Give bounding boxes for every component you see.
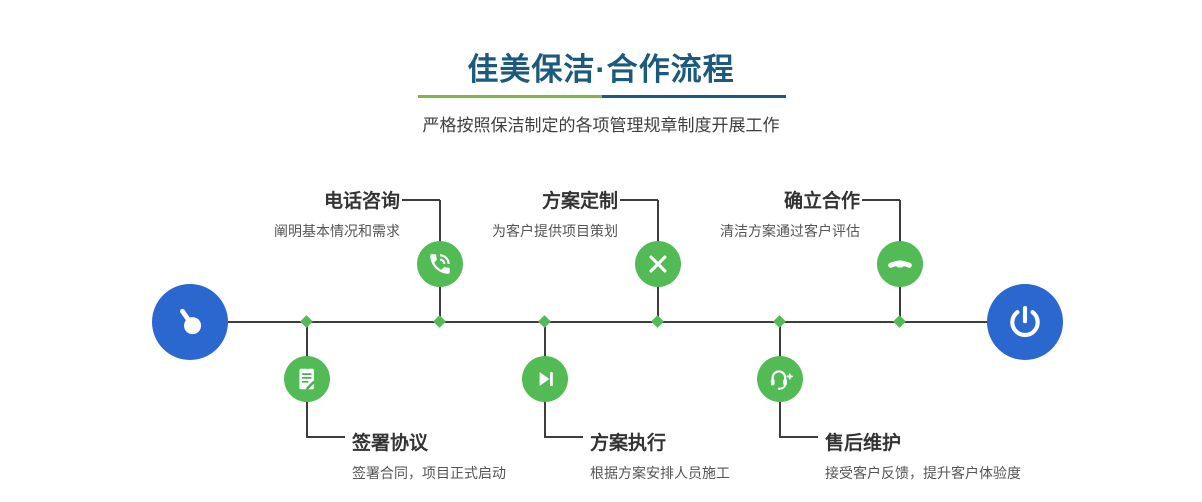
phone-icon bbox=[430, 254, 450, 274]
handshake-icon bbox=[888, 260, 912, 268]
connector bbox=[402, 199, 440, 201]
contract-icon bbox=[299, 368, 316, 390]
divider-green-segment bbox=[418, 95, 602, 98]
connector bbox=[545, 436, 583, 438]
step-label-handshake: 确立合作 清洁方案通过客户评估 bbox=[720, 186, 860, 241]
step-title: 签署协议 bbox=[352, 433, 429, 454]
divider-blue-segment bbox=[602, 95, 786, 98]
step-circle-handshake bbox=[877, 241, 923, 287]
timeline-node-diamond bbox=[433, 315, 446, 328]
step-label-service: 售后维护 接受客户反馈，提升客户体验度 bbox=[825, 428, 1021, 483]
step-circle-phone bbox=[417, 241, 463, 287]
timeline-node-diamond bbox=[651, 315, 664, 328]
step-title: 电话咨询 bbox=[323, 191, 400, 212]
step-title: 确立合作 bbox=[783, 191, 860, 212]
step-desc: 为客户提供项目策划 bbox=[492, 223, 618, 239]
step-desc: 接受客户反馈，提升客户体验度 bbox=[825, 465, 1021, 481]
step-desc: 签署合同，项目正式启动 bbox=[352, 465, 506, 481]
power-icon bbox=[1010, 306, 1040, 338]
connector bbox=[862, 199, 900, 201]
design-tools-icon bbox=[649, 255, 667, 273]
timeline-node-diamond bbox=[538, 315, 551, 328]
start-node bbox=[152, 284, 228, 360]
step-circle-design bbox=[635, 241, 681, 287]
timeline-node-diamond bbox=[773, 315, 786, 328]
step-circle-service bbox=[757, 356, 803, 402]
step-desc: 清洁方案通过客户评估 bbox=[720, 223, 860, 239]
step-label-execute: 方案执行 根据方案安排人员施工 bbox=[590, 428, 730, 483]
step-circle-contract bbox=[284, 356, 330, 402]
page-subtitle: 严格按照保洁制定的各项管理规章制度开展工作 bbox=[422, 116, 780, 135]
play-icon bbox=[539, 371, 553, 387]
headset-icon bbox=[770, 370, 793, 391]
step-title: 方案执行 bbox=[590, 433, 667, 454]
step-label-contract: 签署协议 签署合同，项目正式启动 bbox=[352, 428, 506, 483]
step-title: 售后维护 bbox=[825, 433, 902, 454]
timeline bbox=[190, 321, 1025, 323]
step-desc: 根据方案安排人员施工 bbox=[590, 465, 730, 481]
step-title: 方案定制 bbox=[541, 191, 618, 212]
page-title: 佳美保洁·合作流程 bbox=[467, 52, 735, 87]
timeline-node-diamond bbox=[300, 315, 313, 328]
step-label-design: 方案定制 为客户提供项目策划 bbox=[492, 186, 618, 241]
step-circle-execute bbox=[522, 356, 568, 402]
step-desc: 阐明基本情况和需求 bbox=[274, 223, 400, 239]
connector bbox=[780, 436, 818, 438]
connector bbox=[307, 436, 345, 438]
connector bbox=[620, 199, 658, 201]
step-label-phone: 电话咨询 阐明基本情况和需求 bbox=[274, 186, 400, 241]
timeline-node-diamond bbox=[893, 315, 906, 328]
end-node bbox=[987, 284, 1063, 360]
title-divider bbox=[418, 95, 786, 98]
pointer-hand-icon bbox=[180, 308, 202, 335]
